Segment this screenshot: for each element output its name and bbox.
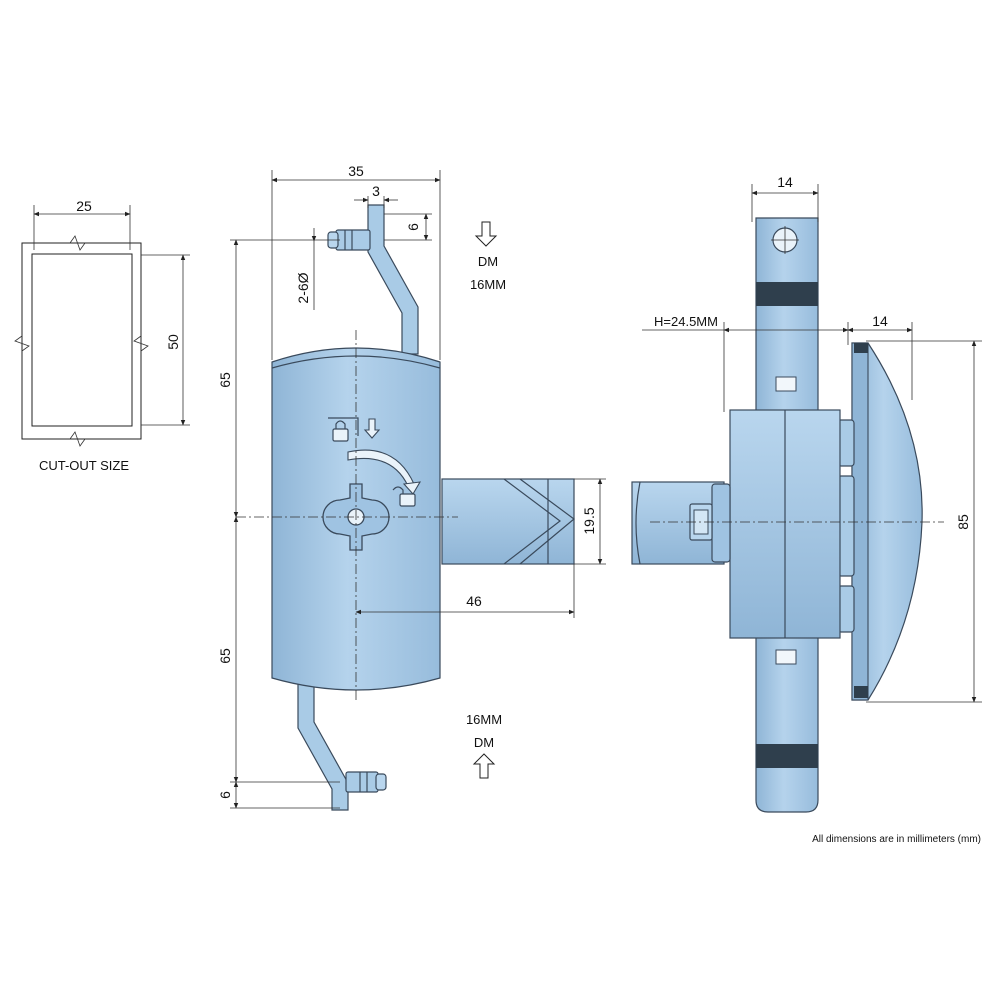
lower-height-label: 65	[217, 648, 233, 664]
pin-offset-label: 6	[405, 223, 421, 231]
top-direction-line-2: 16MM	[470, 277, 506, 292]
cutout-view: 25 50 CUT-OUT SIZE	[14, 198, 190, 473]
front-width-label: 35	[348, 163, 364, 179]
lower-rod	[297, 679, 387, 811]
cutout-outer	[21, 242, 142, 440]
bar-width-label: 14	[777, 174, 793, 190]
pin-width-label: 3	[372, 183, 380, 199]
bolt-length-label: 46	[466, 593, 482, 609]
top-direction-line-1: DM	[478, 254, 498, 269]
cutout-width-label: 25	[76, 198, 92, 214]
upper-height-label: 65	[217, 372, 233, 388]
handle-depth-label: 14	[872, 313, 888, 329]
bolt	[441, 478, 575, 565]
units-note: All dimensions are in millimeters (mm)	[812, 834, 981, 845]
cutout-height-label: 50	[165, 334, 181, 350]
unlock-icon	[392, 486, 416, 507]
arrow-down-icon	[363, 418, 381, 439]
overall-height-label: 85	[955, 514, 971, 530]
arrow-up-outline-icon	[472, 753, 496, 779]
arrow-down-outline-icon	[474, 221, 498, 247]
side-view: 14 H=24.5MM 14 85	[631, 174, 982, 813]
bolt-height-label: 19.5	[581, 507, 597, 534]
rotate-arrow-icon	[347, 449, 422, 495]
mounting-hole-icon	[771, 226, 799, 254]
bottom-direction-line-2: DM	[474, 735, 494, 750]
bottom-direction-line-1: 16MM	[466, 712, 502, 727]
cutout-caption: CUT-OUT SIZE	[39, 458, 129, 473]
front-view: 35 3 6 2-6Ø 65 65 6 19.5 46	[217, 163, 606, 811]
cutout-inner	[31, 253, 133, 427]
hole-label: 2-6Ø	[295, 272, 311, 303]
side-height-label: H=24.5MM	[654, 314, 718, 329]
bottom-offset-label: 6	[217, 791, 233, 799]
lock-icon	[328, 417, 359, 442]
